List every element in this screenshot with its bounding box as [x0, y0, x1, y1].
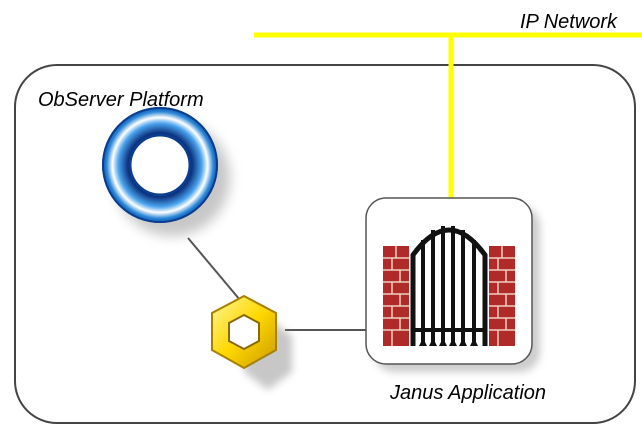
platform-label: ObServer Platform [38, 89, 204, 111]
application-label: Janus Application [390, 382, 547, 404]
ip-network-label: IP Network [520, 11, 618, 33]
platform-container [14, 64, 636, 424]
gate-icon [383, 226, 515, 346]
yellow-hex-nut-icon [211, 294, 292, 390]
ring-to-hex-connector [187, 237, 241, 301]
blue-ring-icon [102, 107, 230, 236]
